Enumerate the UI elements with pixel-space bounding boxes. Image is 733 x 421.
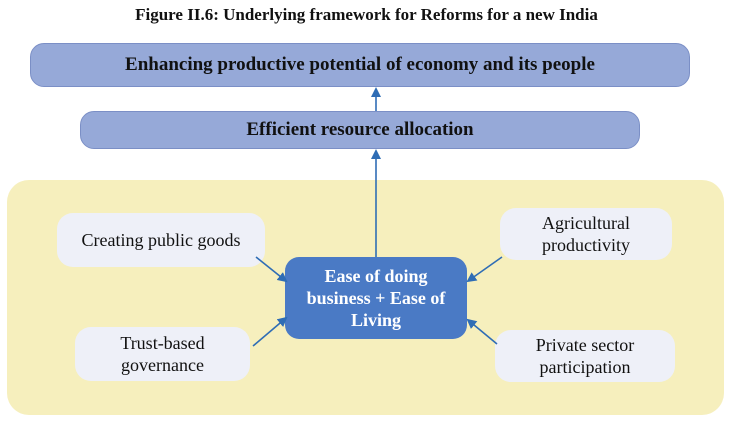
node-trust-based-governance: Trust-based governance <box>75 327 250 381</box>
resource-allocation-box: Efficient resource allocation <box>80 111 640 149</box>
node-private-sector-participation: Private sector participation <box>495 330 675 382</box>
node-public-goods: Creating public goods <box>57 213 265 267</box>
center-ease-box: Ease of doing business + Ease of Living <box>285 257 467 339</box>
node-agricultural-productivity: Agricultural productivity <box>500 208 672 260</box>
figure-title: Figure II.6: Underlying framework for Re… <box>135 5 598 24</box>
top-goal-box: Enhancing productive potential of econom… <box>30 43 690 87</box>
